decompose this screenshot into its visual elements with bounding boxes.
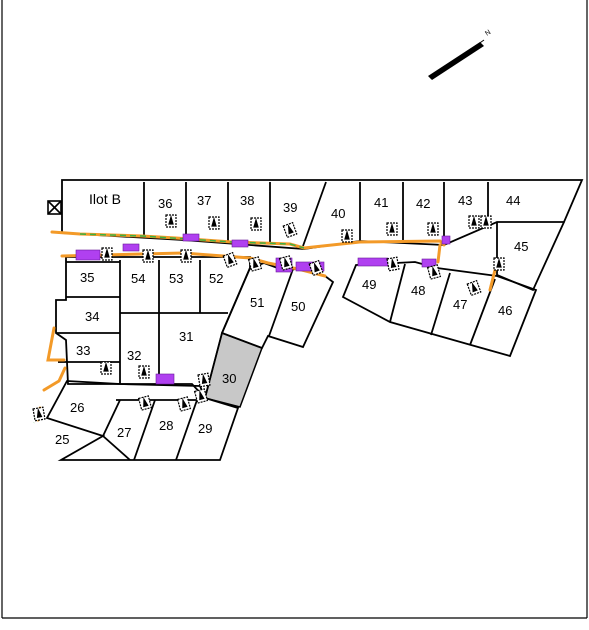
valve-icon	[143, 397, 149, 408]
meter-box-icon	[32, 406, 46, 422]
valve-icon	[430, 222, 436, 233]
lot-label-29: 29	[198, 421, 212, 436]
meter-box-icon	[341, 229, 353, 243]
valve-icon	[145, 249, 151, 260]
lot-label-25: 25	[55, 432, 69, 447]
meter-box-icon	[247, 256, 263, 272]
lot-labels: 36 37 38 39 40 41 42 43 44 45 46 47 48 4…	[55, 193, 528, 447]
lot-label-27: 27	[117, 425, 131, 440]
meter-box-icon	[468, 215, 480, 229]
meter-box-icon	[386, 222, 398, 236]
meter-box-icon	[142, 249, 154, 263]
meter-box-icons	[32, 214, 505, 422]
meter-box-icon	[101, 247, 113, 261]
valve-icon	[253, 217, 259, 228]
valve-icon	[104, 247, 110, 258]
valve-icon	[141, 365, 147, 376]
lot-label-41: 41	[374, 195, 388, 210]
meter-box-icon	[222, 251, 238, 269]
meter-box-icon	[165, 214, 177, 228]
meter-box-icon	[250, 217, 262, 231]
valve-icon	[432, 266, 438, 277]
valve-icon	[36, 407, 43, 419]
meter-box-icon	[386, 256, 400, 272]
meter-box-icon	[193, 388, 209, 404]
meter-box-icon	[100, 361, 112, 375]
lot-label-26: 26	[70, 400, 84, 415]
lot-label-53: 53	[169, 271, 183, 286]
lot-label-49: 49	[362, 277, 376, 292]
lot-label-54: 54	[131, 271, 145, 286]
valve-icon	[253, 258, 259, 269]
lot-label-32: 32	[127, 348, 141, 363]
north-arrow-icon: N	[428, 29, 492, 80]
lot-label-46: 46	[498, 303, 512, 318]
lot-label-34: 34	[85, 309, 99, 324]
lot-label-37: 37	[197, 193, 211, 208]
meter-box-icon	[493, 257, 505, 271]
lot-label-38: 38	[240, 193, 254, 208]
lot-label-47: 47	[453, 297, 467, 312]
meter-box-icon	[197, 372, 211, 388]
north-label: N	[484, 29, 492, 38]
meter-box-icon	[308, 259, 324, 277]
lot-outlines	[45, 179, 584, 461]
valve-icon	[389, 222, 395, 233]
valve-icon	[483, 215, 489, 226]
valve-icon	[390, 257, 397, 269]
lot-label-40: 40	[331, 206, 345, 221]
meter-box-icon	[176, 396, 192, 412]
meter-box-icon	[427, 222, 439, 236]
crossed-box-icon	[47, 200, 62, 215]
valve-icon	[227, 254, 234, 265]
valve-icon	[183, 249, 189, 260]
lot-label-31: 31	[179, 329, 193, 344]
lot-label-45: 45	[514, 239, 528, 254]
lot-label-30: 30	[222, 371, 236, 386]
lot-label-52: 52	[209, 271, 223, 286]
meter-box-icon	[426, 264, 442, 280]
valve-icon	[496, 257, 502, 268]
lot-label-39: 39	[283, 200, 297, 215]
valve-icon	[182, 398, 188, 409]
lot-label-48: 48	[411, 283, 425, 298]
valve-icon	[199, 390, 205, 401]
meter-box-icon	[180, 249, 192, 263]
lot-label-36: 36	[158, 196, 172, 211]
meter-box-icon	[138, 365, 150, 379]
meter-box-icon	[480, 215, 492, 229]
valve-icon	[471, 215, 477, 226]
lot-label-44: 44	[506, 193, 520, 208]
lot-label-43: 43	[458, 193, 472, 208]
meter-box-icon	[278, 255, 294, 271]
valve-icon	[284, 257, 290, 268]
valve-icon	[313, 262, 320, 273]
valve-icon	[211, 216, 217, 227]
valve-icon	[168, 214, 174, 225]
meter-box-icon	[208, 216, 220, 230]
lot-label-28: 28	[159, 418, 173, 433]
lot-label-33: 33	[76, 343, 90, 358]
valve-icon	[201, 373, 208, 385]
lot-label-42: 42	[416, 196, 430, 211]
lot-label-50: 50	[291, 299, 305, 314]
block-label: Ilot B	[89, 191, 121, 207]
meter-box-icon	[137, 395, 153, 411]
valve-icon	[103, 361, 109, 372]
lot-label-35: 35	[80, 270, 94, 285]
meter-box-icon	[466, 279, 482, 297]
lot-label-51: 51	[250, 295, 264, 310]
meter-box-icon	[282, 221, 298, 239]
valve-icon	[471, 282, 478, 293]
valve-icon	[287, 224, 294, 235]
valve-icon	[344, 229, 350, 240]
